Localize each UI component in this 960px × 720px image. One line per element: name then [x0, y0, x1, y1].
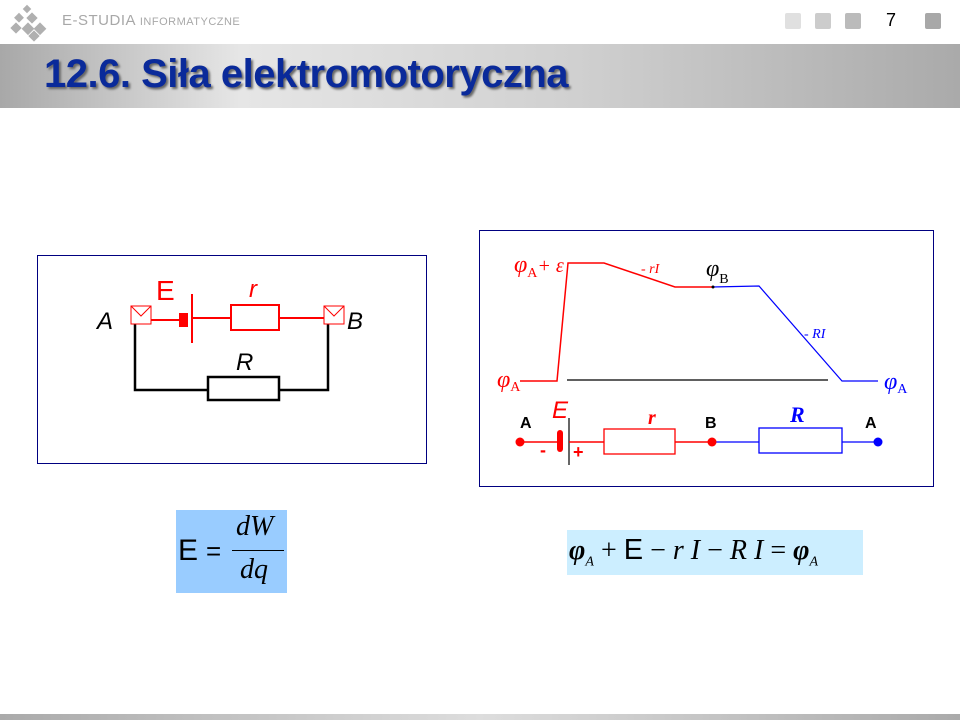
title-bar: [0, 44, 960, 108]
logo-icon: [10, 4, 47, 42]
fraction-bar: [232, 550, 284, 551]
circuit-left-panel: [37, 255, 427, 464]
potential-diagram-panel: [479, 230, 934, 487]
nav-first-button[interactable]: [785, 13, 801, 29]
formula1-eq: =: [206, 536, 222, 566]
nav-next-button[interactable]: [845, 13, 861, 29]
nav-last-button[interactable]: [925, 13, 941, 29]
formula1-lhs: E: [178, 534, 199, 567]
brand-main: E-STUDIA: [62, 12, 136, 29]
formula1-denominator: dq: [240, 554, 268, 585]
formula2-expression: φA + E − r I − R I = φA: [569, 534, 819, 570]
formula-emf-definition: E = dW dq: [176, 510, 287, 593]
nav-prev-button[interactable]: [815, 13, 831, 29]
formula1-numerator: dW: [236, 511, 274, 542]
brand-name: E-STUDIA INFORMATYCZNE: [62, 12, 240, 29]
page-title: 12.6. Siła elektromotoryczna: [44, 52, 569, 96]
formula-kirchhoff-loop: φA + E − r I − R I = φA: [567, 530, 863, 575]
page-number: 7: [886, 10, 897, 30]
footer-bar: [0, 714, 960, 720]
brand-sub: INFORMATYCZNE: [139, 16, 241, 28]
